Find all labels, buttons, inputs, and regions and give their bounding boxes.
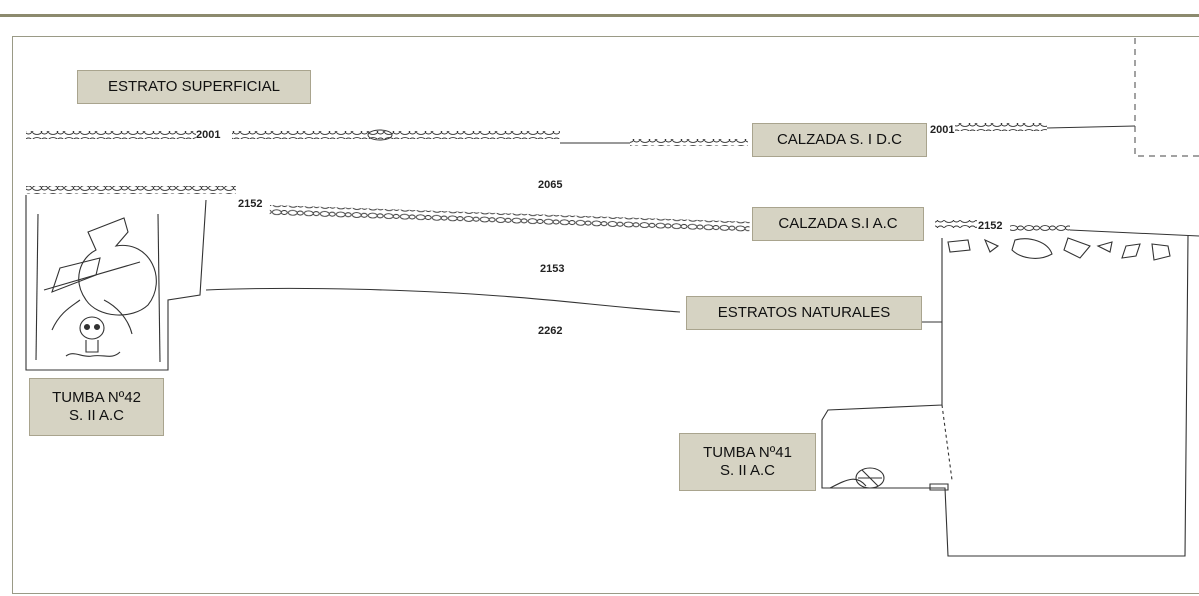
cobble-band: [935, 220, 977, 228]
unit-number: 2152: [238, 198, 263, 210]
pavement-2152: [26, 186, 1199, 237]
label-tumba-42: TUMBA Nº42 S. II A.C: [29, 378, 164, 436]
cobble-band: [1010, 224, 1070, 232]
cobble-band: [630, 139, 748, 146]
stratum-line: [1046, 125, 1136, 129]
unit-number: 2152: [978, 220, 1003, 232]
label-calzada-idc: CALZADA S. I D.C: [752, 123, 927, 157]
stone: [367, 129, 393, 141]
unit-number: 2262: [538, 325, 563, 337]
tomb-42-outline: [25, 195, 207, 371]
unit-number: 2001: [930, 124, 955, 136]
cobble-band: [26, 131, 196, 139]
top-rule: [0, 14, 1199, 17]
pavement-2001: [26, 123, 1136, 146]
cobble-band: [955, 123, 1047, 131]
drawing-frame: [12, 36, 1199, 594]
cobble-band: [269, 205, 750, 232]
stratum-line: [1069, 229, 1199, 237]
natural-strata-line: [205, 287, 681, 313]
label-estrato-superficial: ESTRATO SUPERFICIAL: [77, 70, 311, 104]
label-tumba-41: TUMBA Nº41 S. II A.C: [679, 433, 816, 491]
unit-number: 2001: [196, 129, 221, 141]
cobble-band: [26, 186, 236, 194]
label-estratos-naturales: ESTRATOS NATURALES: [686, 296, 922, 330]
dashed-boundary: [1134, 38, 1199, 157]
cobble-band: [232, 131, 560, 139]
tomb-41-outline: [821, 235, 1189, 557]
unit-number: 2065: [538, 179, 563, 191]
label-calzada-iac: CALZADA S.I A.C: [752, 207, 924, 241]
unit-number: 2153: [540, 263, 565, 275]
